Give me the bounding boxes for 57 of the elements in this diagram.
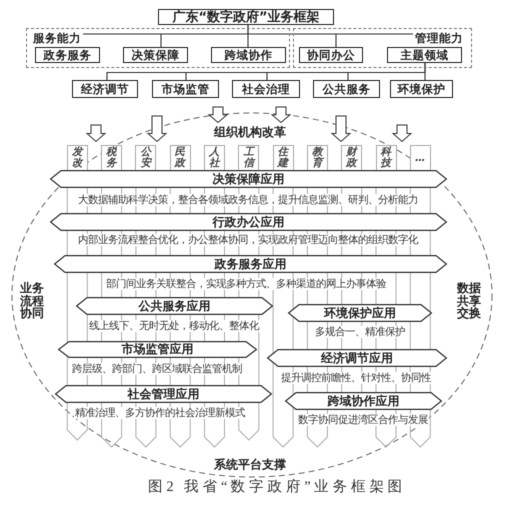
connector-line [424,63,426,80]
department-cell: 教育 [306,145,328,170]
application-band: 决策保障应用 [50,170,447,188]
application-band: 政务服务应用 [54,255,447,273]
business-box: 公共服务 [313,80,380,98]
application-band: 市场监管应用 [58,341,257,358]
department-cell: 税务 [101,145,122,170]
band-description: 多规合一、精准保护 [314,326,406,338]
business-box: 环境保护 [390,80,453,98]
business-box: 决策保障 [123,47,188,63]
department-cell: 公安 [135,145,156,170]
business-box: 政务服务 [35,47,100,63]
band-description: 跨层级、跨部门、跨区域联合监管机制 [71,363,243,375]
side-label: 数据共享交换 [457,282,482,320]
business-box: 协同办公 [299,47,363,63]
application-band: 跨域协作应用 [285,392,442,410]
connector-line [247,24,414,48]
department-cell: 工信 [238,145,260,170]
group-label: 管理能力 [415,32,463,45]
band-description: 大数据辅助科学决策，整合各领域政务信息，提升信息监测、研判、分析能力 [77,194,419,206]
department-cell: 民政 [170,145,191,170]
application-band: 环境保护应用 [288,304,432,322]
business-box: 主题领域 [387,47,462,63]
section-label: 组织机构改革 [213,126,287,139]
side-label: 业务流程协同 [20,282,45,320]
department-cell: 人社 [204,145,225,170]
band-description: 数字协同促进湾区合作与发展 [297,414,429,426]
application-band: 经济调节应用 [267,349,447,367]
title-box: 广东“数字政府”业务框架 [158,9,334,25]
department-cell: 财政 [341,145,362,170]
dashed-group-box [293,28,472,68]
block-arrow [208,106,228,124]
department-cell: 住建 [272,145,294,170]
department-cell: … [410,145,431,170]
block-arrow [392,124,412,142]
group-label: 服务能力 [33,32,81,45]
application-band: 社会管理应用 [55,385,272,403]
block-arrow [270,106,292,124]
department-cell: 科技 [376,145,396,170]
department-cell: 发改 [66,145,88,170]
application-band: 行政办公应用 [50,213,447,231]
dashed-group-box [26,28,290,68]
figure-caption: 图2 我省“数字政府”业务框架图 [148,479,406,496]
business-box: 跨域协作 [211,47,286,63]
block-arrow [330,116,352,142]
business-box: 经济调节 [72,80,138,98]
band-description: 提升调控前瞻性、针对性、协同性 [280,372,432,384]
band-description: 线上线下、无时无处，移动化、整体化 [88,320,260,332]
business-box: 市场监管 [152,80,219,98]
block-arrow [86,124,106,142]
block-arrow [146,116,168,142]
band-description: 部门间业务关联整合，实现多种方式、多种渠道的网上办事体验 [105,278,387,290]
band-description: 内部业务流程整合优化，办公整体协同，实现政府管理迈向整体的组织数字化 [77,234,419,246]
application-band: 公共服务应用 [76,297,273,315]
band-description: 精准治理、多方协作的社会治理新模式 [74,407,246,419]
section-label: 系统平台支撑 [214,458,286,472]
business-box: 社会治理 [232,80,300,98]
